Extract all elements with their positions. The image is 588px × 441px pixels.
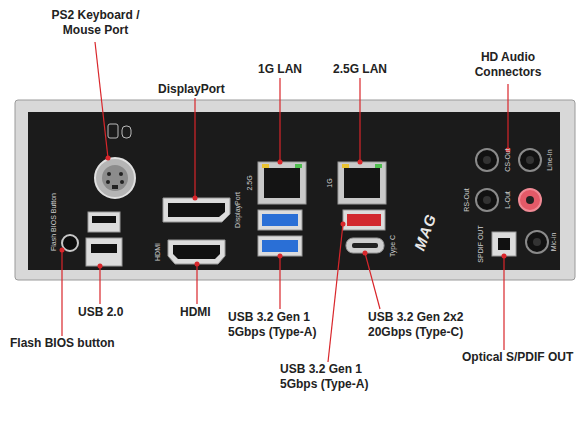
audio-jack-pink (519, 189, 541, 211)
audio-jack (526, 231, 548, 253)
leader-dot (502, 254, 507, 259)
lan-led (295, 164, 302, 168)
port-callout: USB 3.2 Gen 2x2 20Gbps (Type-C) (368, 310, 478, 340)
ps2-pin (120, 180, 124, 184)
panel-marking: L-Out (504, 191, 512, 209)
panel-marking: Mic-in (550, 233, 558, 252)
panel-marking: Line-In (546, 149, 554, 170)
leader-line (328, 224, 343, 362)
ps2-port (95, 158, 135, 198)
mouse-icon (122, 126, 131, 138)
leader-dot (278, 160, 283, 165)
flash-bios-button (62, 235, 78, 251)
usb-red-insert (347, 214, 381, 226)
usb2-port (86, 238, 122, 266)
panel-marking: SPDIF OUT (477, 225, 485, 262)
leader-line (194, 98, 195, 198)
leader-line (279, 78, 280, 162)
lan-led (375, 164, 382, 168)
usb2-port (88, 212, 120, 232)
leader-dot (363, 251, 368, 256)
audio-jack-hole (483, 156, 491, 164)
optical-shutter (498, 238, 510, 250)
leader-dot (358, 160, 363, 165)
lan-led (262, 164, 269, 168)
usb3-insert (262, 240, 298, 252)
leader-dot (60, 248, 65, 253)
leader-line (279, 256, 280, 309)
panel-marking: HDMI (154, 243, 162, 261)
leader-dot (195, 262, 200, 267)
leader-lines (62, 42, 508, 362)
lan-port (258, 162, 306, 204)
audio-jack-hole (533, 238, 541, 246)
port-callout: HDMI (180, 305, 211, 320)
ps2-pin (107, 172, 111, 176)
usb-red-port (343, 210, 385, 230)
leader-dot (193, 196, 198, 201)
panel-marking: 2.5G (246, 175, 254, 190)
audio-jack-hole (526, 156, 534, 164)
usb3-insert (262, 214, 298, 226)
hdmi-port (168, 240, 225, 264)
panel-face (28, 112, 560, 270)
leader-line (359, 78, 360, 162)
leader-dot (98, 264, 103, 269)
port-callout: HD Audio Connectors (466, 50, 550, 80)
leader-line (95, 42, 108, 158)
leader-line (99, 266, 100, 304)
hdmi-slot (173, 245, 220, 259)
usb3-port (258, 210, 302, 230)
port-callout: Optical S/PDIF OUT (462, 350, 573, 365)
panel-frame (15, 100, 575, 280)
panel-marking: 1G (326, 178, 334, 187)
leader-line (507, 84, 508, 150)
port-callout: DisplayPort (158, 82, 225, 97)
lan-port (338, 162, 386, 204)
leader-dot (278, 254, 283, 259)
audio-jack (476, 189, 498, 211)
port-callout: USB 3.2 Gen 1 5Gbps (Type-A) (228, 310, 332, 340)
leader-dots (60, 148, 511, 269)
usb2-slot (92, 216, 116, 223)
leader-dot (341, 222, 346, 227)
leader-line (503, 256, 504, 350)
ps2-pin (119, 172, 123, 176)
keyboard-icon (108, 124, 118, 138)
port-callout: 2.5G LAN (333, 62, 387, 77)
panel-marking: RS-Out (463, 188, 471, 211)
ps2-pin (106, 180, 110, 184)
leader-line (196, 264, 197, 304)
port-callout: USB 2.0 (78, 305, 123, 320)
audio-jack-hole (483, 196, 491, 204)
optical-port (492, 232, 516, 256)
leader-dot (106, 156, 111, 161)
audio-jack (519, 149, 541, 171)
panel-marking: DisplayPort (234, 192, 242, 228)
lan-socket (344, 168, 380, 198)
audio-jack (476, 149, 498, 171)
lan-led (342, 164, 349, 168)
port-callout: USB 3.2 Gen 1 5Gbps (Type-A) (280, 362, 384, 392)
usb-typec-tongue (352, 243, 378, 248)
leader-line (365, 253, 380, 309)
displayport-port (163, 198, 230, 222)
ps2-key (112, 185, 118, 189)
panel-marking: CS-Out (504, 148, 512, 171)
usb3-port (258, 236, 302, 256)
displayport-slot (168, 203, 225, 217)
panel-marking: Type C (389, 235, 397, 257)
panel-marking: Flash BIOS Button (50, 193, 58, 251)
leader-line (61, 250, 62, 336)
ps2-inner (102, 165, 128, 191)
usb2-slot (91, 244, 117, 253)
lan-socket (264, 168, 300, 198)
port-callout: 1G LAN (258, 62, 302, 77)
audio-jack-hole (526, 196, 534, 204)
port-callout: PS2 Keyboard / Mouse Port (50, 8, 141, 38)
port-callout: Flash BIOS button (10, 336, 115, 351)
